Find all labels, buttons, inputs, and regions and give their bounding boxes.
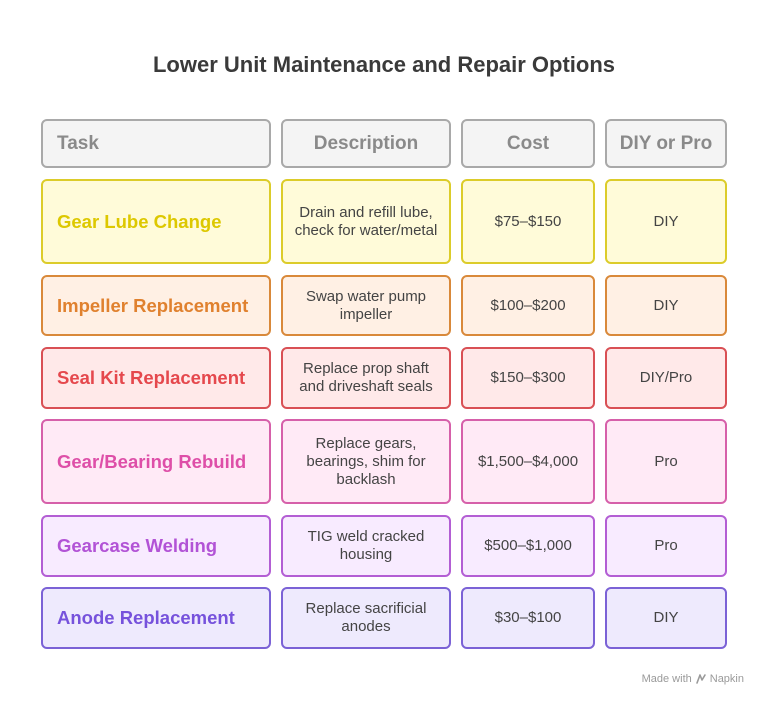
cost-text: $100–$200: [490, 296, 566, 314]
description-text: Drain and refill lube, check for water/m…: [294, 203, 438, 239]
header-task: Task: [41, 119, 271, 168]
header-description: Description: [281, 119, 451, 168]
row-6-diy-cell: DIY: [605, 587, 727, 649]
row-4-cost-cell: $1,500–$4,000: [461, 419, 595, 504]
header-diy: DIY or Pro: [605, 119, 727, 168]
row-4-diy-cell: Pro: [605, 419, 727, 504]
description-text: Replace prop shaft and driveshaft seals: [299, 360, 433, 395]
row-2-description-cell: Swap water pump impeller: [281, 275, 451, 336]
row-2-diy-cell: DIY: [605, 275, 727, 336]
task-name: Anode Replacement: [57, 607, 235, 628]
row-4-description-cell: Replace gears, bearings, shim for backla…: [281, 419, 451, 504]
task-name: Gearcase Welding: [57, 535, 218, 556]
task-name: Seal Kit Replacement: [57, 367, 246, 388]
row-4-task-cell: Gear/Bearing Rebuild: [41, 419, 271, 504]
cost-text: $150–$300: [490, 369, 566, 386]
task-name: Gear Lube Change: [57, 210, 222, 232]
row-1-description-cell: Drain and refill lube, check for water/m…: [281, 179, 451, 264]
row-3-cost-cell: $150–$300: [461, 347, 595, 409]
description-text: Replace gears, bearings, shim for backla…: [306, 434, 426, 488]
description-text: Replace sacrificial anodes: [305, 600, 427, 635]
diy-or-pro-value: DIY: [653, 296, 679, 314]
napkin-logo-icon: [695, 673, 707, 685]
row-6-description-cell: Replace sacrificial anodes: [281, 587, 451, 649]
row-5-cost-cell: $500–$1,000: [461, 515, 595, 577]
header-cost: Cost: [461, 119, 595, 168]
diy-or-pro-value: DIY: [653, 212, 679, 230]
row-5-description-cell: TIG weld cracked housing: [281, 515, 451, 577]
task-name: Gear/Bearing Rebuild: [57, 450, 247, 472]
footer-credit: Made with Napkin: [642, 673, 744, 685]
row-5-diy-cell: Pro: [605, 515, 727, 577]
description-text: Swap water pump impeller: [305, 287, 427, 323]
row-3-diy-cell: DIY/Pro: [605, 347, 727, 409]
row-1-diy-cell: DIY: [605, 179, 727, 264]
footer-brand: Napkin: [709, 673, 744, 685]
row-1-cost-cell: $75–$150: [461, 179, 595, 264]
row-2-cost-cell: $100–$200: [461, 275, 595, 336]
row-1-task-cell: Gear Lube Change: [41, 179, 271, 264]
cost-text: $75–$150: [494, 212, 562, 230]
description-text: TIG weld cracked housing: [307, 528, 425, 563]
diy-or-pro-value: Pro: [654, 537, 678, 554]
cost-text: $1,500–$4,000: [477, 452, 579, 470]
diy-or-pro-value: Pro: [654, 452, 678, 470]
row-3-description-cell: Replace prop shaft and driveshaft seals: [281, 347, 451, 409]
cost-text: $30–$100: [494, 609, 562, 626]
row-2-task-cell: Impeller Replacement: [41, 275, 271, 336]
footer-text: Made with: [641, 673, 692, 685]
row-6-task-cell: Anode Replacement: [41, 587, 271, 649]
page-title: Lower Unit Maintenance and Repair Option…: [152, 52, 616, 77]
task-name: Impeller Replacement: [57, 294, 249, 316]
cost-text: $500–$1,000: [484, 537, 572, 554]
diy-or-pro-value: DIY/Pro: [639, 369, 693, 386]
diy-or-pro-value: DIY: [653, 609, 679, 626]
row-5-task-cell: Gearcase Welding: [41, 515, 271, 577]
row-3-task-cell: Seal Kit Replacement: [41, 347, 271, 409]
row-6-cost-cell: $30–$100: [461, 587, 595, 649]
